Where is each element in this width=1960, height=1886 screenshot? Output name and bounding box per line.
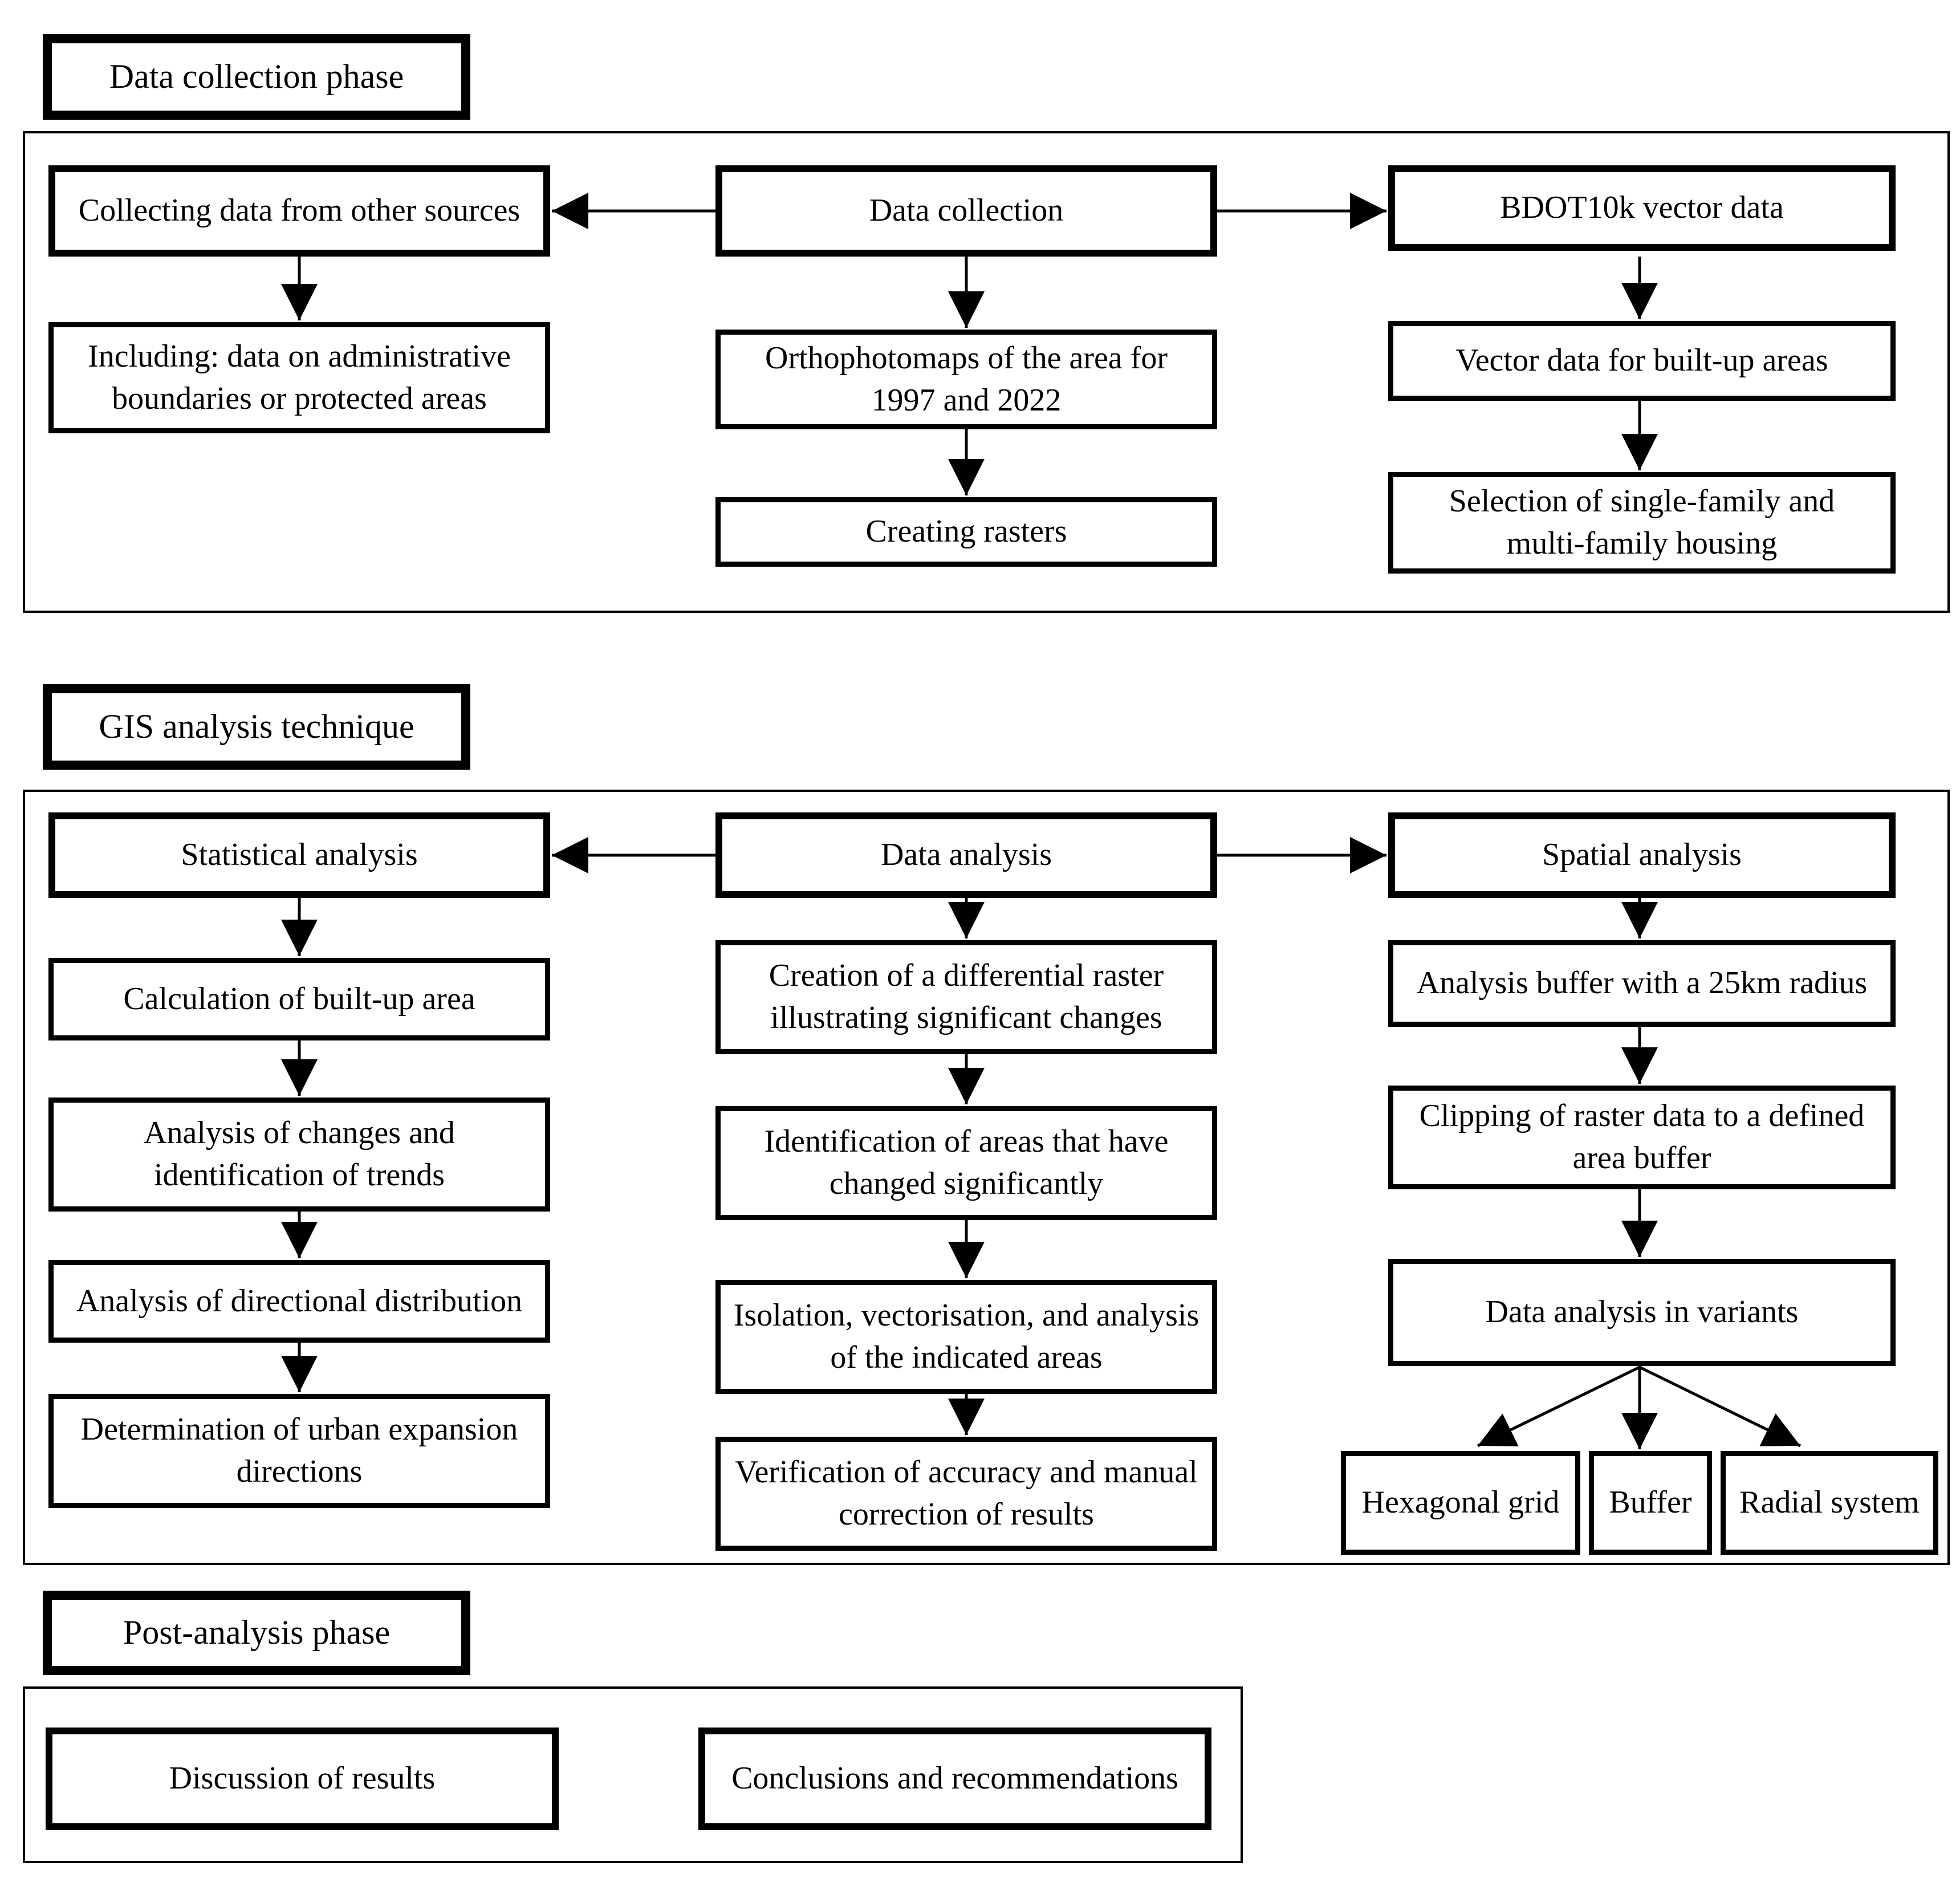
phase2-container: [23, 790, 1950, 1565]
box-directional-distribution: Analysis of directional distribution: [48, 1260, 550, 1343]
box-including-administrative-boundaries: Including: data on administrative bounda…: [48, 322, 550, 433]
box-discussion-of-results: Discussion of results: [46, 1728, 559, 1830]
box-analysis-changes-trends: Analysis of changes and identification o…: [48, 1098, 550, 1212]
box-creating-rasters: Creating rasters: [715, 497, 1217, 567]
box-isolation-vectorisation: Isolation, vectorisation, and analysis o…: [715, 1280, 1217, 1394]
box-identification-changed-areas: Identification of areas that have change…: [715, 1106, 1217, 1220]
box-statistical-analysis: Statistical analysis: [48, 812, 550, 898]
box-data-analysis: Data analysis: [715, 812, 1217, 898]
box-calculation-built-up-area: Calculation of built-up area: [48, 958, 550, 1040]
box-buffer-variant: Buffer: [1589, 1451, 1712, 1555]
box-spatial-analysis: Spatial analysis: [1388, 812, 1896, 898]
box-collecting-data-other-sources: Collecting data from other sources: [48, 165, 550, 257]
box-urban-expansion-directions: Determination of urban expansion directi…: [48, 1394, 550, 1508]
box-differential-raster: Creation of a differential raster illust…: [715, 940, 1217, 1054]
arrow-variants-to-radial: [1638, 1365, 1802, 1448]
box-orthophotomaps: Orthophotomaps of the area for 1997 and …: [715, 330, 1217, 429]
phase-header-post-analysis: Post-analysis phase: [43, 1591, 470, 1675]
phase1-container: [23, 131, 1950, 613]
box-data-collection: Data collection: [715, 165, 1217, 257]
box-hexagonal-grid: Hexagonal grid: [1341, 1451, 1580, 1555]
box-vector-data-built-up: Vector data for built-up areas: [1388, 321, 1896, 401]
phase-header-data-collection: Data collection phase: [43, 34, 470, 120]
box-bdot10k-vector-data: BDOT10k vector data: [1388, 165, 1896, 251]
phase3-container: [23, 1686, 1243, 1863]
box-selection-housing: Selection of single-family and multi-fam…: [1388, 472, 1896, 574]
arrow-variants-to-hexagonal: [1477, 1365, 1641, 1448]
box-radial-system: Radial system: [1721, 1451, 1938, 1555]
box-data-analysis-variants: Data analysis in variants: [1388, 1259, 1896, 1366]
box-conclusions-recommendations: Conclusions and recommendations: [698, 1728, 1211, 1830]
box-clipping-raster-data: Clipping of raster data to a defined are…: [1388, 1086, 1896, 1189]
phase-header-gis-analysis: GIS analysis technique: [43, 684, 470, 770]
box-analysis-buffer-25km: Analysis buffer with a 25km radius: [1388, 940, 1896, 1027]
box-verification-accuracy: Verification of accuracy and manual corr…: [715, 1437, 1217, 1551]
